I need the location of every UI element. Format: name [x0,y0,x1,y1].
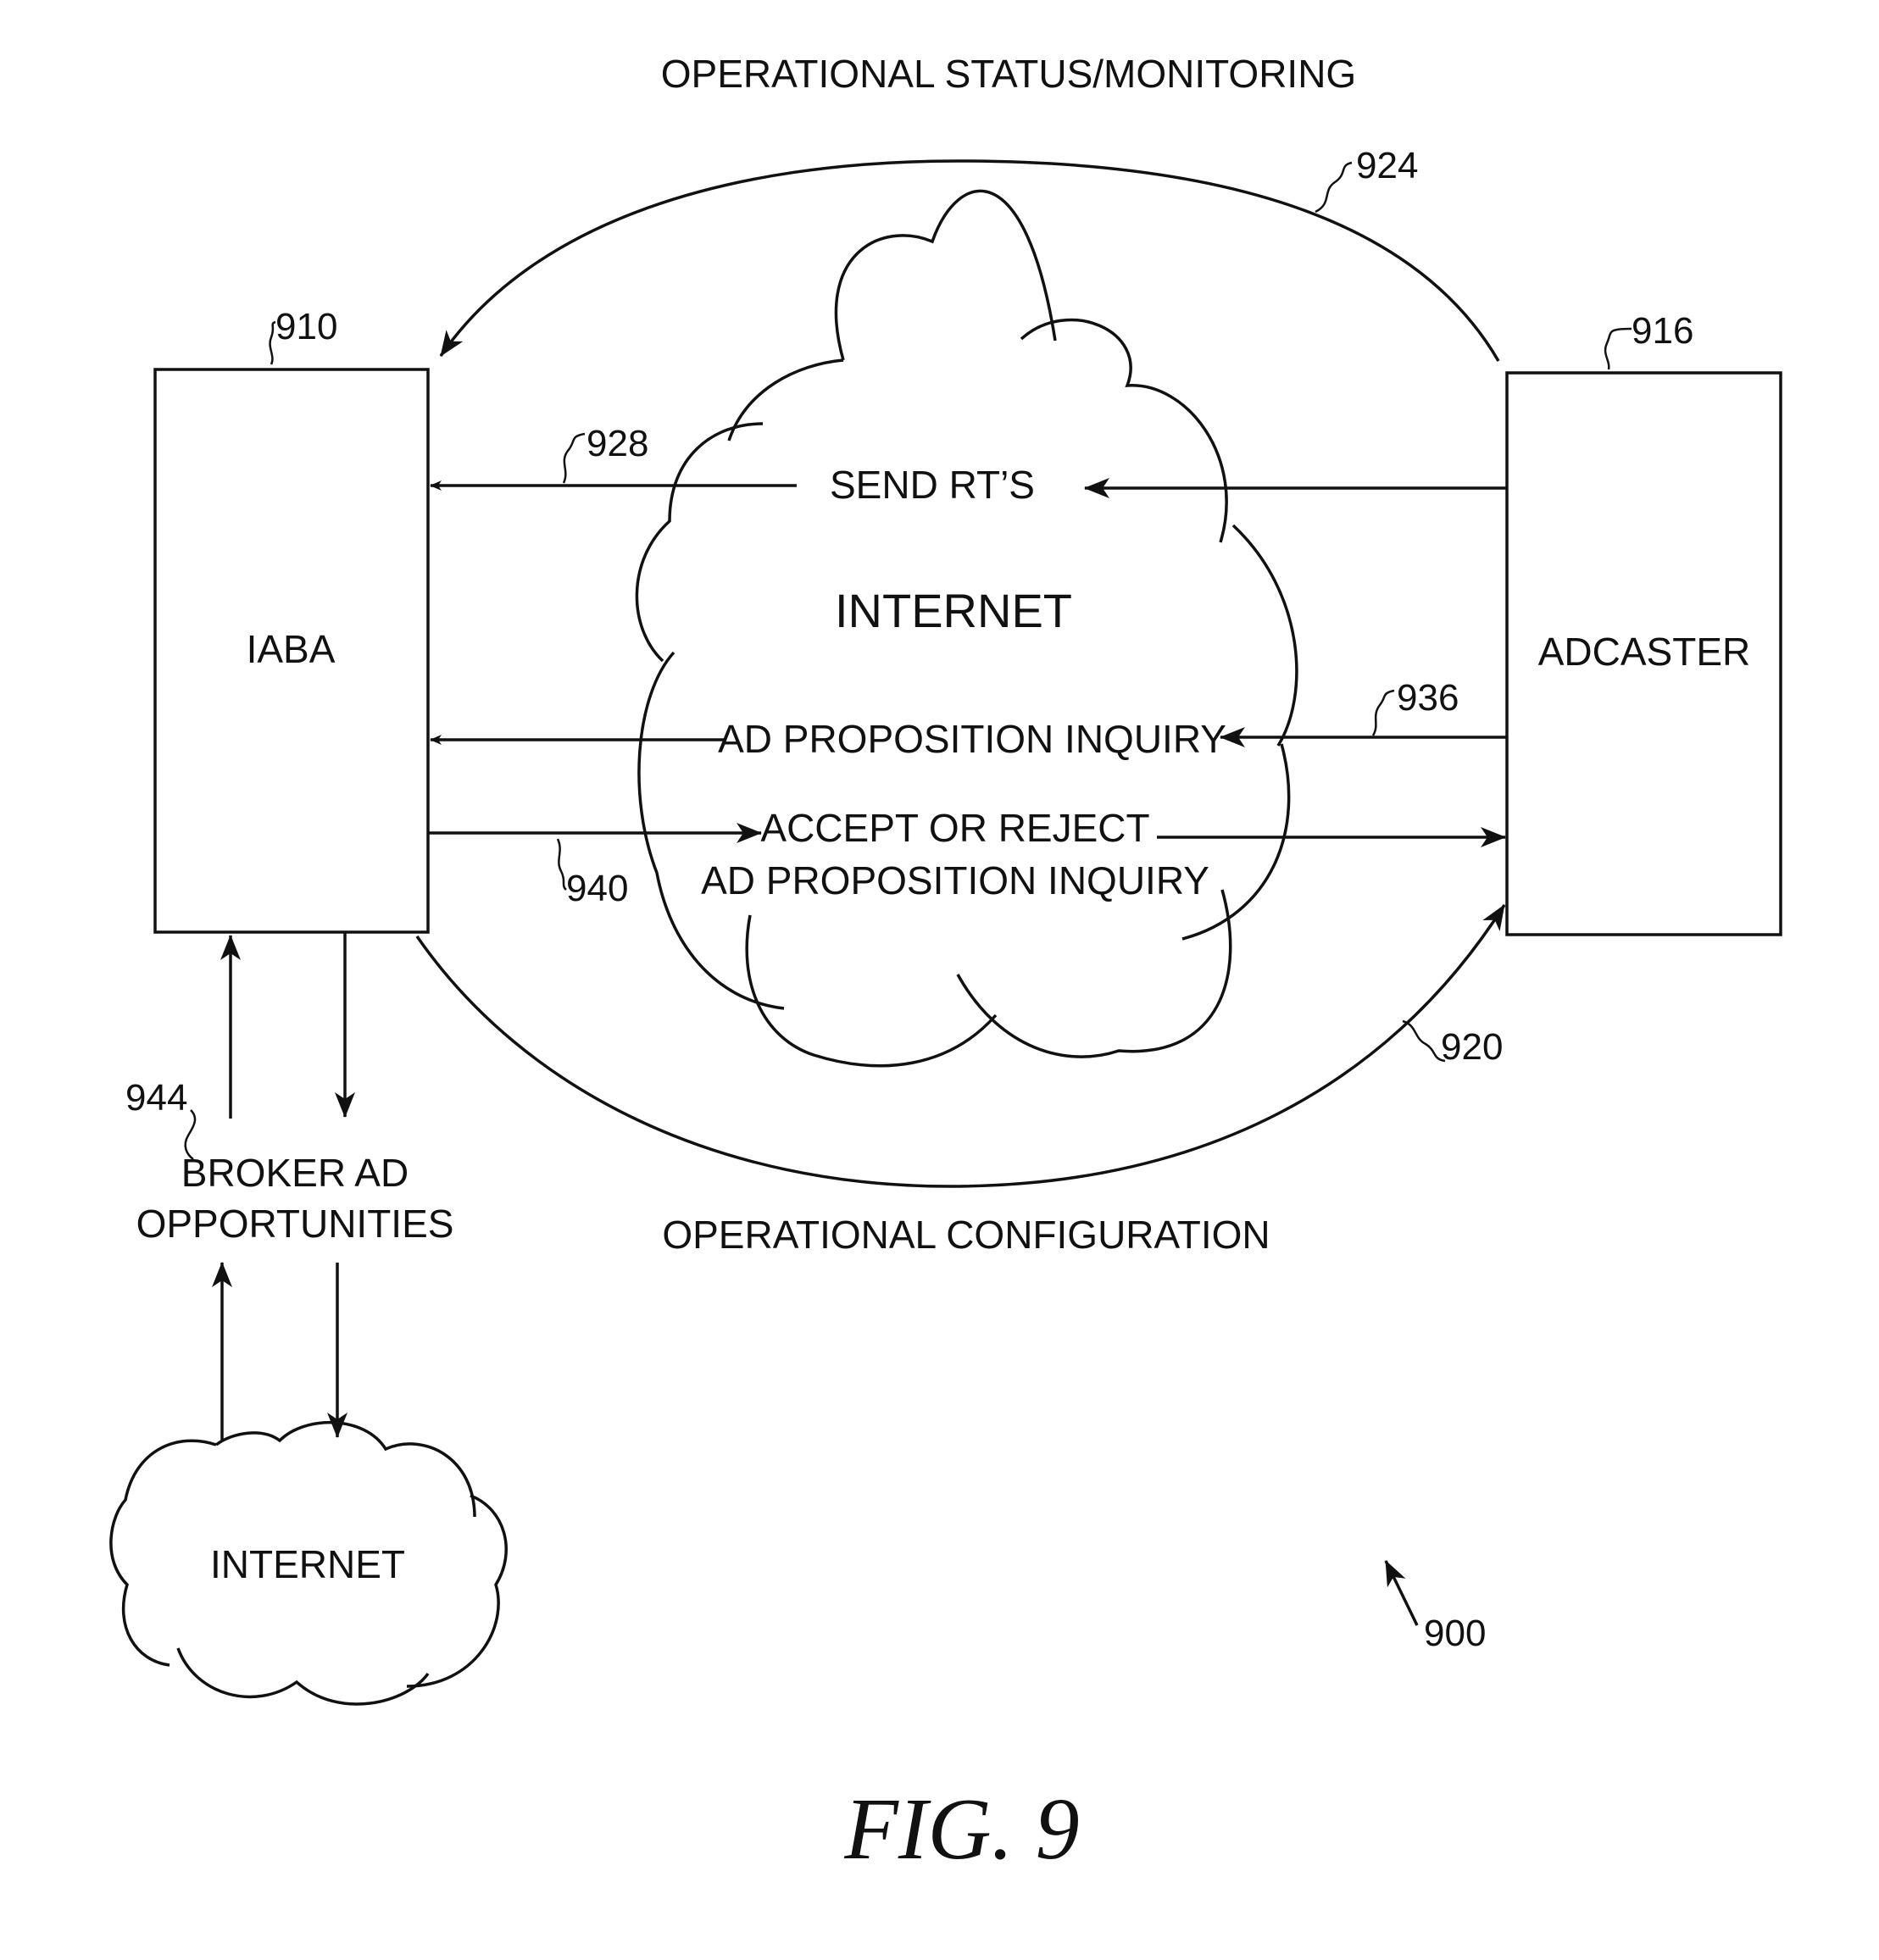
ref-936-leader [1373,691,1394,736]
operational-status-label: OPERATIONAL STATUS/MONITORING [661,52,1356,96]
ref-924-leader [1315,163,1352,212]
ref-916-leader [1605,329,1632,369]
ref-928: 928 [586,423,648,464]
lower-internet-label: INTERNET [210,1542,405,1586]
operational-configuration-label: OPERATIONAL CONFIGURATION [662,1213,1270,1257]
ref-924: 924 [1356,145,1418,186]
broker-line2: OPPORTUNITIES [136,1202,454,1246]
send-rts-label: SEND RT’S [830,463,1035,507]
broker-line1: BROKER AD [181,1151,409,1195]
ref-920-leader [1403,1021,1445,1061]
ref-920: 920 [1441,1026,1503,1068]
accept-reject-line2: AD PROPOSITION INQUIRY [701,858,1209,902]
accept-reject-line1: ACCEPT OR REJECT [760,806,1149,850]
figure-caption: FIG. 9 [843,1780,1079,1878]
ref-900: 900 [1424,1613,1486,1654]
ad-inquiry-label: AD PROPOSITION INQUIRY [718,717,1226,761]
ref-940-leader [558,839,566,890]
ref-910: 910 [275,306,337,347]
ref-900-arrow [1386,1561,1417,1625]
ref-936: 936 [1397,677,1459,719]
operational-status-arc [441,161,1498,361]
ref-940: 940 [566,868,628,909]
ref-928-leader [564,434,585,483]
main-internet-label: INTERNET [835,584,1072,637]
adcaster-label: ADCASTER [1538,630,1750,674]
iaba-label: IABA [247,627,336,671]
ref-916: 916 [1632,310,1693,352]
ref-944: 944 [125,1077,187,1119]
